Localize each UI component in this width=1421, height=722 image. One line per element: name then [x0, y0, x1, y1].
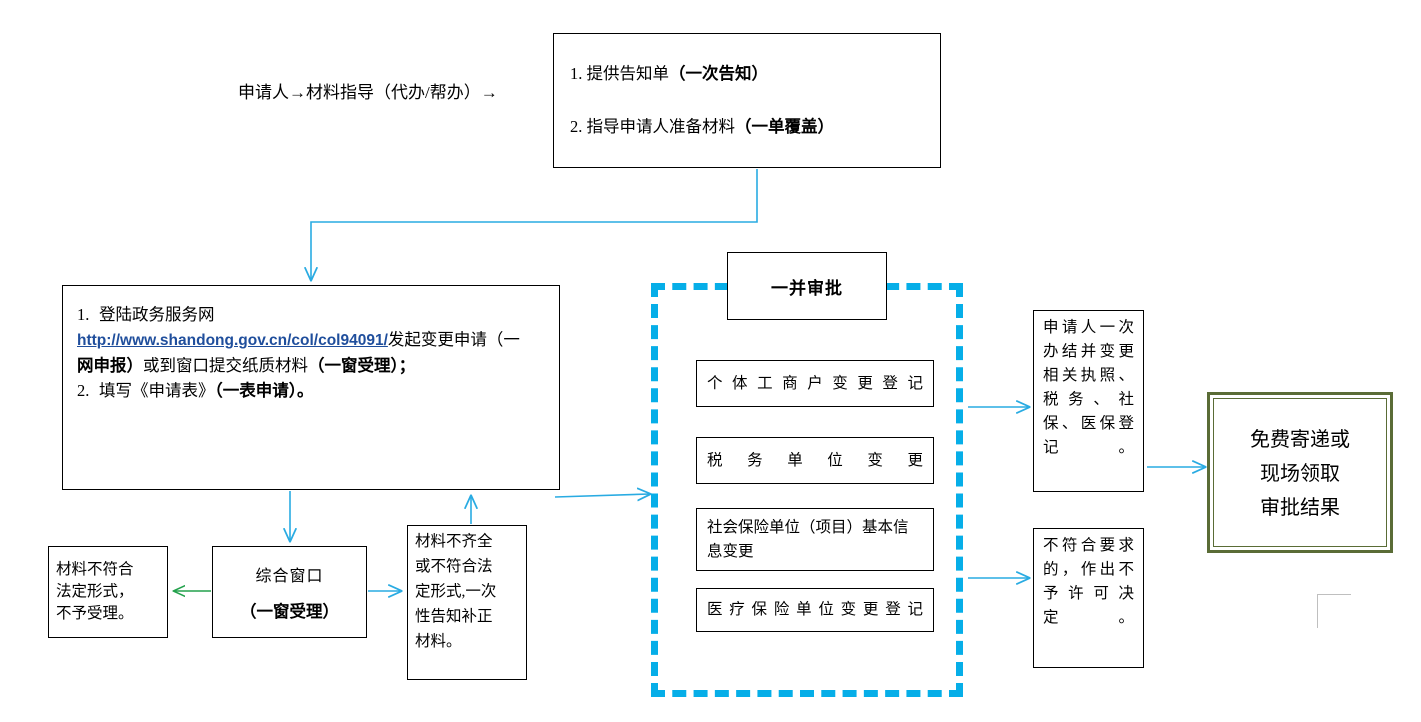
- apply-line-2-tail-c: 或到窗口提交纸质材料: [143, 356, 308, 375]
- apply-line-3: 网申报）或到窗口提交纸质材料（一窗受理）；: [77, 353, 545, 378]
- apply-line-4: 2. 填写《申请表》（一表申请）。: [77, 378, 545, 403]
- reject-line-3: 不予受理。: [56, 605, 134, 622]
- approval-item-3-label: 社会保险单位（项目）基本信息变更: [707, 518, 909, 560]
- apply-line-2-tail-d: （一窗受理）；: [308, 356, 416, 375]
- approval-item-1-label: 个体工商户变更登记: [707, 374, 923, 392]
- notice-line-1-emphasis: （一次告知）: [669, 64, 768, 84]
- notice-line-2-index: 2.: [570, 116, 583, 136]
- final-delivery-inner: 免费寄递或 现场领取 审批结果: [1213, 398, 1387, 547]
- apply-line-1-text: 登陆政务服务网: [99, 305, 215, 324]
- incomplete-line-4: 性告知补正: [415, 608, 493, 625]
- apply-line-2: http://www.shandong.gov.cn/col/col94091/…: [77, 327, 545, 353]
- incomplete-line-2: 或不符合法: [415, 558, 493, 575]
- notice-line-2: 2. 指导申请人准备材料（一单覆盖）: [570, 117, 924, 137]
- apply-line-4-index: 2.: [77, 381, 90, 400]
- approval-item-medical-insurance: 医疗保险单位变更登记: [696, 588, 934, 632]
- joint-approval-region: [651, 283, 963, 697]
- incomplete-line-1: 材料不齐全: [415, 533, 493, 550]
- result-text: 申请人一次办结并变更相关执照、税务、社保、医保登记。: [1043, 319, 1134, 456]
- refuse-text: 不符合要求的，作出不予许可决定。: [1043, 537, 1134, 626]
- apply-line-1-index: 1.: [77, 305, 90, 324]
- connector-notice-to-apply: [311, 169, 758, 280]
- apply-line-4-text: 填写《申请表》: [99, 381, 215, 400]
- refuse-box: 不符合要求的，作出不予许可决定。: [1033, 528, 1144, 668]
- comprehensive-window-subtitle: （一窗受理）: [240, 602, 339, 621]
- apply-box: 1. 登陆政务服务网 http://www.shandong.gov.cn/col…: [62, 285, 560, 490]
- notice-line-2-text: 指导申请人准备材料: [586, 116, 736, 136]
- corner-bracket-mark: [1317, 594, 1351, 628]
- apply-line-1: 1. 登陆政务服务网: [77, 302, 545, 327]
- final-line-2: 现场领取: [1260, 460, 1340, 485]
- apply-line-2-tail-b: 网申报）: [77, 356, 143, 375]
- applicant-flow-text: 申请人→材料指导（代办/帮办）→: [238, 83, 498, 102]
- apply-line-4-emphasis: （一表申请）。: [214, 381, 314, 400]
- final-line-3: 审批结果: [1260, 494, 1340, 519]
- approval-item-business-registration: 个体工商户变更登记: [696, 360, 934, 407]
- incomplete-line-5: 材料。: [415, 633, 462, 650]
- final-delivery-box: 免费寄递或 现场领取 审批结果: [1207, 392, 1393, 553]
- joint-approval-title-box: 一并审批: [727, 252, 887, 320]
- approval-item-2-label: 税务单位变更: [707, 451, 923, 469]
- comprehensive-window-box: 综合窗口 （一窗受理）: [212, 546, 367, 638]
- gov-service-link[interactable]: http://www.shandong.gov.cn/col/col94091/: [77, 332, 388, 349]
- notice-box: 1. 提供告知单（一次告知） 2. 指导申请人准备材料（一单覆盖）: [553, 33, 941, 168]
- joint-approval-title: 一并审批: [771, 278, 843, 298]
- comprehensive-window-title: 综合窗口: [255, 568, 324, 585]
- approval-item-tax-change: 税务单位变更: [696, 437, 934, 484]
- reject-box: 材料不符合 法定形式， 不予受理。: [48, 546, 168, 638]
- apply-line-2-tail-a: 发起变更申请（一: [387, 330, 520, 349]
- notice-line-1-text: 提供告知单: [586, 64, 670, 84]
- reject-line-1: 材料不符合: [56, 561, 134, 578]
- result-box: 申请人一次办结并变更相关执照、税务、社保、医保登记。: [1033, 310, 1144, 492]
- notice-line-1: 1. 提供告知单（一次告知）: [570, 64, 924, 84]
- notice-line-1-index: 1.: [570, 64, 583, 84]
- incomplete-materials-box: 材料不齐全 或不符合法 定形式,一次 性告知补正 材料。: [407, 525, 527, 680]
- incomplete-line-3: 定形式,一次: [415, 583, 497, 600]
- approval-item-4-label: 医疗保险单位变更登记: [707, 601, 923, 618]
- notice-line-2-emphasis: （一单覆盖）: [735, 116, 834, 136]
- approval-item-social-insurance: 社会保险单位（项目）基本信息变更: [696, 508, 934, 571]
- reject-line-2: 法定形式，: [56, 583, 134, 600]
- final-line-1: 免费寄递或: [1250, 426, 1350, 451]
- connector-apply-to-approval: [554, 494, 650, 497]
